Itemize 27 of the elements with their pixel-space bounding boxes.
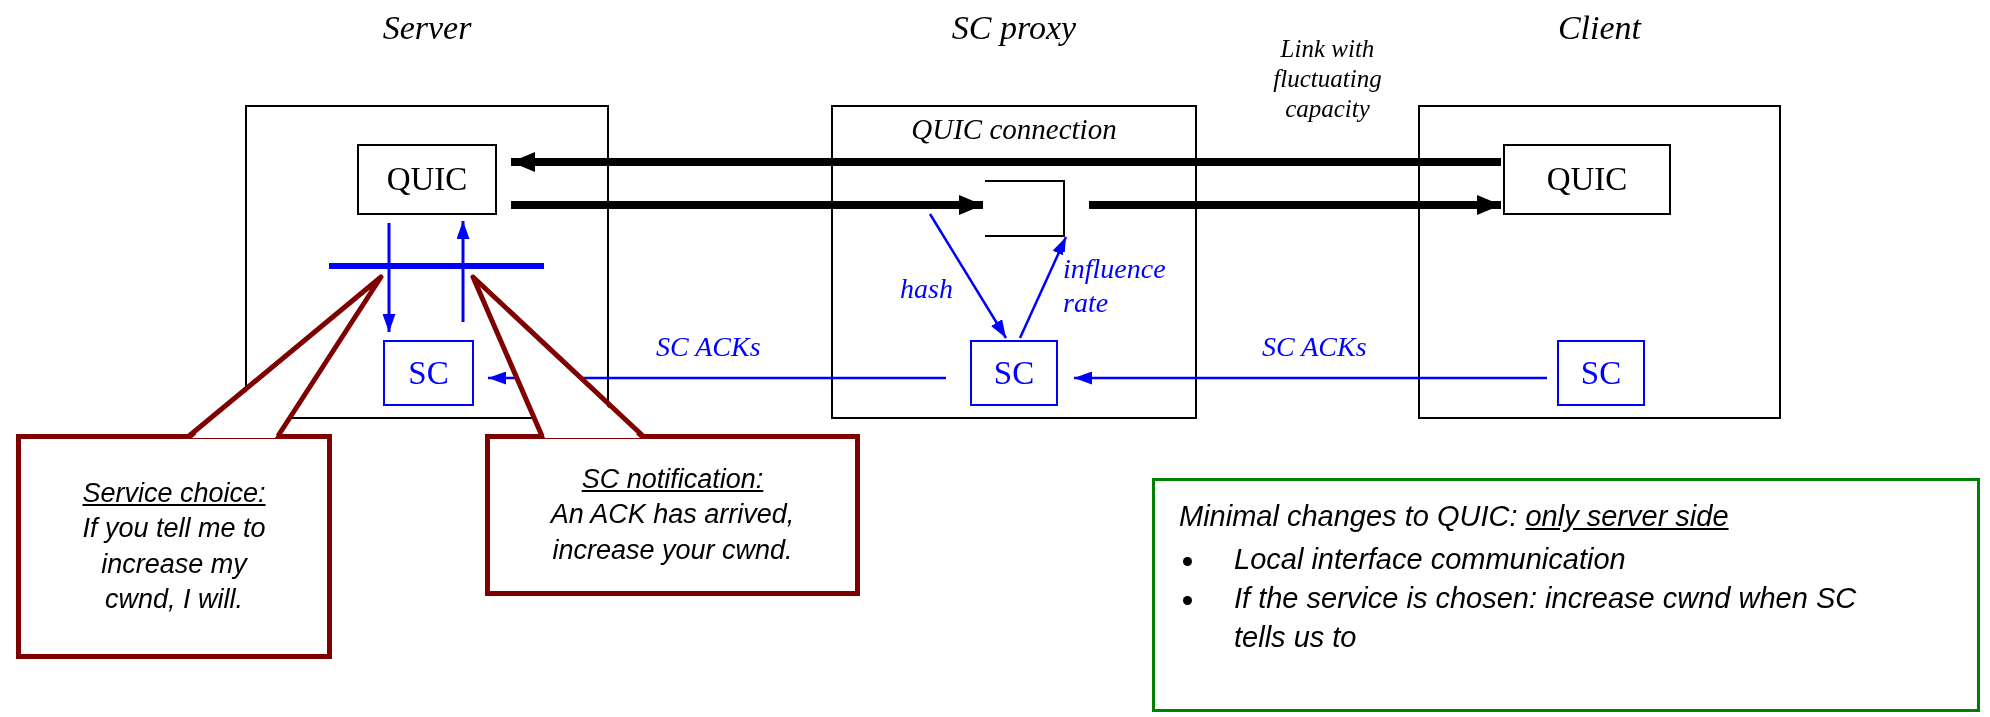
- arrow: [1018, 236, 1068, 339]
- component-heading: Server: [381, 9, 473, 47]
- note-emphasis: only server side: [1525, 499, 1729, 534]
- link-label: Link with fluctuating capacity: [1272, 34, 1383, 124]
- interface-bar: [329, 263, 544, 269]
- component-heading: Client: [1556, 9, 1643, 47]
- callout-text: If you tell me to increase my cwnd, I will.: [81, 512, 267, 616]
- arrow: [928, 213, 1008, 339]
- bullet-item: Local interface communication: [1234, 542, 1627, 578]
- component-heading: SC proxy: [950, 9, 1078, 47]
- arrow: [488, 371, 946, 385]
- callout-text: An ACK has arrived, increase your cwnd.: [548, 498, 796, 567]
- connection-title: QUIC connection: [910, 113, 1118, 146]
- module-box: QUIC: [357, 144, 497, 215]
- module-box: SC: [1557, 340, 1645, 406]
- arrow: [382, 223, 396, 332]
- arrow: [456, 221, 470, 322]
- module-box: SC: [970, 340, 1058, 406]
- note-heading: Minimal changes to QUIC:: [1179, 499, 1518, 534]
- bullet-item: If the service is chosen: increase cwnd when SC tells us to: [1234, 581, 1858, 656]
- module-box: QUIC: [1503, 144, 1671, 215]
- arrow: [1074, 371, 1547, 385]
- module-box: SC: [383, 340, 474, 406]
- note-box: [1152, 478, 1980, 712]
- callout-heading: SC notification:: [581, 463, 764, 497]
- queue-bracket: [985, 180, 1065, 237]
- callout-heading: Service choice:: [82, 477, 266, 511]
